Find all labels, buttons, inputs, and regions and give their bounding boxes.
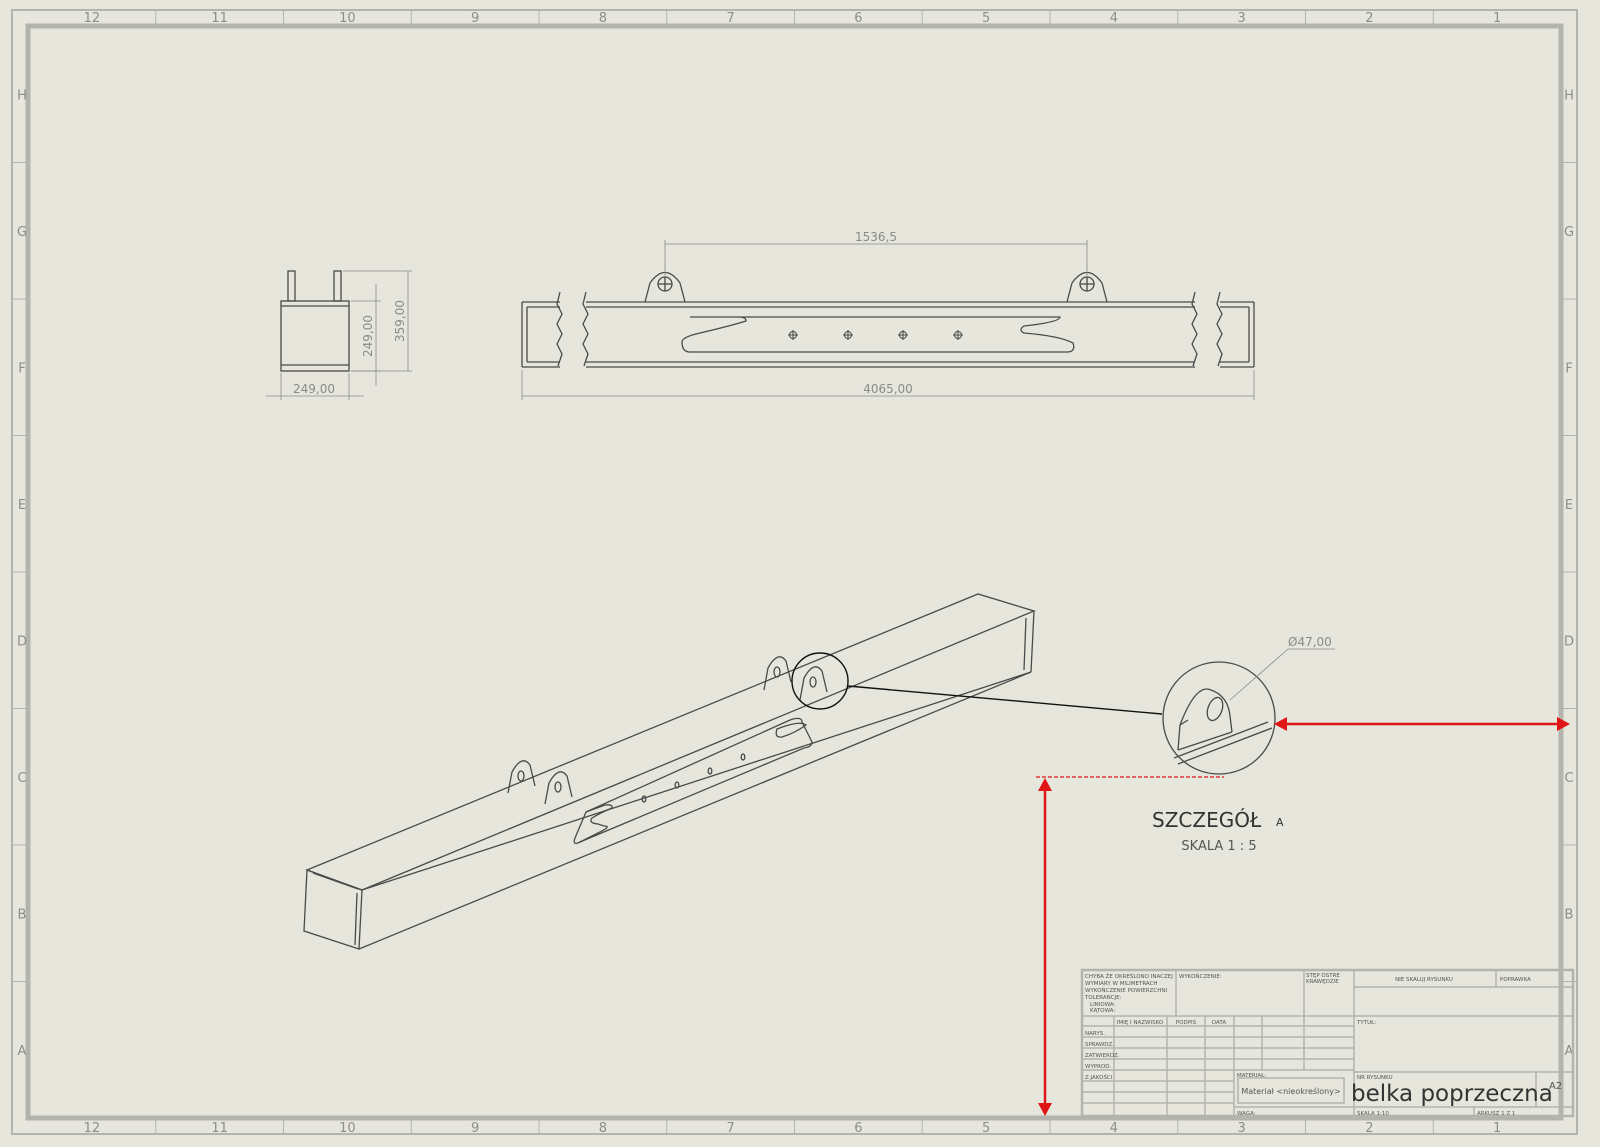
zone-col-label-top: 3 xyxy=(1237,11,1245,26)
front-view xyxy=(521,271,1255,368)
zone-col-label-top: 7 xyxy=(726,11,734,26)
tb-role-approved: ZATWIERDZ. xyxy=(1085,1053,1120,1059)
dim-front-top: 1536,5 xyxy=(855,230,897,244)
front-view-holes xyxy=(788,330,963,340)
zone-row-label-right: G xyxy=(1564,225,1574,240)
zone-col-label-bottom: 6 xyxy=(854,1121,862,1136)
zone-row-label-right: A xyxy=(1565,1044,1574,1059)
zone-col-label-bottom: 5 xyxy=(982,1121,990,1136)
tb-tolerance-line-6: KĄTOWA: xyxy=(1090,1008,1115,1014)
isometric-view xyxy=(303,593,1036,950)
zone-col-label-top: 2 xyxy=(1365,11,1373,26)
zone-row-label-left: C xyxy=(17,771,26,786)
detail-title-suffix: A xyxy=(1276,816,1284,829)
zone-col-label-bottom: 1 xyxy=(1493,1121,1501,1136)
detail-scale: SKALA 1 : 5 xyxy=(1181,839,1256,854)
tb-col-date: DATA xyxy=(1212,1020,1226,1026)
zone-row-label-left: F xyxy=(18,361,25,376)
tb-tolerance-line-4: TOLERANCJE: xyxy=(1084,995,1122,1001)
tb-role-quality: Z.JAKOŚCI xyxy=(1085,1074,1113,1081)
zone-col-label-top: 9 xyxy=(471,11,479,26)
tb-role-drawn: NARYS. xyxy=(1085,1031,1105,1037)
tb-title-label: TYTUŁ: xyxy=(1356,1020,1376,1026)
side-view-dimensions xyxy=(266,270,412,400)
dim-side-height-inner: 249,00 xyxy=(361,315,375,357)
zone-col-label-bottom: 11 xyxy=(211,1121,228,1136)
tb-drawing-no-label: NR RYSUNKU xyxy=(1357,1075,1393,1081)
zone-row-label-right: D xyxy=(1564,634,1574,649)
tb-material-label: MATERIAŁ: xyxy=(1237,1073,1266,1079)
tb-scale-label: SKALA 1:10 xyxy=(1357,1111,1389,1117)
zone-col-label-top: 10 xyxy=(339,11,356,26)
red-annotations xyxy=(1036,717,1570,1116)
tb-no-scale: NIE SKALUJ RYSUNKU xyxy=(1395,977,1453,983)
dim-detail-diameter: Ø47,00 xyxy=(1288,635,1332,649)
tb-finish-label: WYKOŃCZENIE: xyxy=(1179,973,1222,980)
tb-revision: POPRAWKA xyxy=(1500,977,1531,983)
tb-tolerance-line-5: LINIOWA: xyxy=(1090,1002,1116,1008)
zone-row-label-right: F xyxy=(1565,361,1572,376)
zone-col-label-top: 1 xyxy=(1493,11,1501,26)
detail-dimension xyxy=(1229,648,1335,701)
zone-row-label-left: D xyxy=(17,634,27,649)
zone-col-label-top: 12 xyxy=(84,11,101,26)
tb-tolerance-line-2: WYMIARY W MILIMETRACH xyxy=(1085,981,1158,987)
dim-side-width: 249,00 xyxy=(293,382,335,396)
tb-drawing-name: belka poprzeczna xyxy=(1351,1081,1553,1107)
zone-col-label-top: 4 xyxy=(1110,11,1118,26)
tb-role-manufactured: WYPROD. xyxy=(1085,1064,1112,1070)
zone-col-label-bottom: 7 xyxy=(726,1121,734,1136)
zone-col-label-bottom: 8 xyxy=(599,1121,607,1136)
zone-row-label-right: E xyxy=(1565,498,1573,513)
zone-col-label-bottom: 2 xyxy=(1365,1121,1373,1136)
tb-col-name: IMIĘ I NAZWISKO xyxy=(1117,1020,1164,1026)
detail-title: SZCZEGÓŁ xyxy=(1152,808,1262,832)
detail-view xyxy=(1162,661,1276,775)
tb-sheet-label: ARKUSZ 1 Z 1 xyxy=(1477,1111,1515,1117)
tb-weight-label: WAGA: xyxy=(1237,1111,1256,1117)
zone-row-label-right: C xyxy=(1564,771,1573,786)
zone-row-label-left: G xyxy=(17,225,27,240)
zone-row-label-right: H xyxy=(1564,88,1574,103)
tb-tolerance-line-3: WYKOŃCZENIE POWIERZCHNI xyxy=(1085,987,1167,994)
zone-row-label-right: B xyxy=(1565,907,1574,922)
zone-col-label-bottom: 3 xyxy=(1237,1121,1245,1136)
side-view xyxy=(280,270,350,372)
zone-col-label-top: 6 xyxy=(854,11,862,26)
zone-row-label-left: B xyxy=(18,907,27,922)
zone-col-label-bottom: 4 xyxy=(1110,1121,1118,1136)
zone-row-label-left: A xyxy=(18,1044,27,1059)
zone-col-label-bottom: 12 xyxy=(84,1121,101,1136)
dim-front-length: 4065,00 xyxy=(863,382,913,396)
tb-sheet-size: A2 xyxy=(1549,1081,1562,1092)
tb-edges-line-2: KRAWĘDZIE xyxy=(1306,979,1339,985)
tb-col-sign: PODPIS xyxy=(1176,1020,1197,1026)
tb-tolerance-line-1: CHYBA ŻE OKREŚLONO INACZEJ xyxy=(1085,973,1173,980)
detail-callout xyxy=(791,652,1163,715)
tb-edges-line-1: STĘP OSTRE xyxy=(1306,973,1340,979)
zone-row-label-left: E xyxy=(18,498,26,513)
tb-role-checked: SPRAWDZ. xyxy=(1085,1042,1114,1048)
front-view-dimensions xyxy=(521,240,1255,400)
zone-row-label-left: H xyxy=(17,88,27,103)
tb-material-value: Materiał <nieokreślony> xyxy=(1241,1086,1340,1096)
zone-col-label-bottom: 10 xyxy=(339,1121,356,1136)
dim-side-height-total: 359,00 xyxy=(393,300,407,342)
zone-col-label-bottom: 9 xyxy=(471,1121,479,1136)
zone-col-label-top: 11 xyxy=(211,11,228,26)
zone-col-label-top: 5 xyxy=(982,11,990,26)
zone-col-label-top: 8 xyxy=(599,11,607,26)
title-block xyxy=(1080,968,1575,1118)
